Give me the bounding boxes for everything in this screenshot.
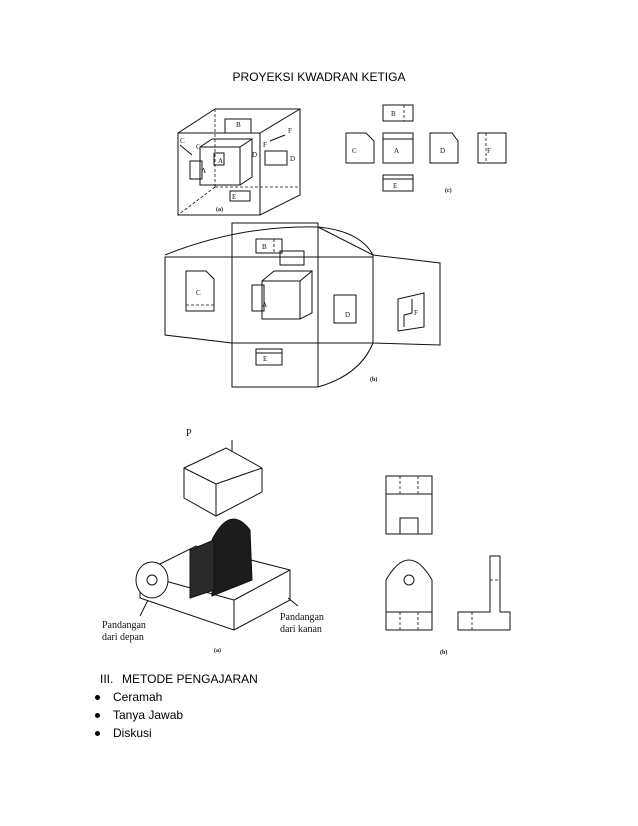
svg-text:A: A (218, 157, 223, 165)
svg-text:F: F (288, 127, 292, 135)
svg-text:C: C (196, 143, 201, 151)
svg-text:D: D (440, 147, 445, 155)
list-item: Ceramah (95, 688, 183, 706)
svg-text:F: F (414, 309, 418, 317)
teaching-methods-list: Ceramah Tanya Jawab Diskusi (95, 688, 183, 742)
svg-text:B: B (262, 243, 267, 251)
svg-text:(a): (a) (214, 647, 221, 654)
svg-text:Pandangan: Pandangan (280, 612, 324, 623)
svg-text:F: F (263, 141, 267, 149)
svg-text:E: E (263, 355, 267, 363)
svg-text:E: E (232, 193, 236, 201)
svg-text:C: C (180, 137, 185, 145)
svg-text:A: A (394, 147, 399, 155)
list-item: Diskusi (95, 724, 183, 742)
svg-text:F: F (487, 147, 491, 155)
section-heading: III. METODE PENGAJARAN (100, 672, 258, 686)
glass-box-figure-a: B C C A A D D F F E (a) B C A D F E (c) (177, 104, 507, 216)
svg-text:(a): (a) (216, 206, 223, 213)
svg-text:B: B (391, 110, 396, 118)
bullet-icon (95, 694, 100, 700)
svg-text:(c): (c) (445, 187, 452, 194)
svg-text:(b): (b) (440, 649, 447, 656)
svg-text:C: C (352, 147, 357, 155)
section-number: III. (100, 672, 114, 686)
list-item: Tanya Jawab (95, 706, 183, 724)
svg-text:dari depan: dari depan (102, 632, 144, 643)
svg-text:C: C (196, 289, 201, 297)
svg-text:dari kanan: dari kanan (280, 624, 322, 635)
svg-text:A: A (201, 167, 206, 175)
svg-text:Pandangan: Pandangan (102, 620, 146, 631)
svg-text:B: B (236, 121, 241, 129)
bullet-icon (95, 730, 100, 736)
svg-text:(b): (b) (370, 376, 377, 383)
orthographic-figure: P Pandangan dari depan Pandangan dari ka… (102, 428, 511, 656)
page-title: PROYEKSI KWADRAN KETIGA (232, 70, 406, 84)
bullet-icon (95, 712, 100, 718)
glass-box-figure-b: B C A D F E (b) (164, 222, 441, 388)
svg-text:D: D (345, 311, 350, 319)
svg-text:E: E (393, 182, 397, 190)
svg-text:D: D (290, 155, 295, 163)
svg-text:D: D (252, 151, 257, 159)
svg-text:P: P (186, 428, 192, 439)
svg-text:A: A (262, 301, 267, 309)
section-title: METODE PENGAJARAN (122, 672, 258, 686)
